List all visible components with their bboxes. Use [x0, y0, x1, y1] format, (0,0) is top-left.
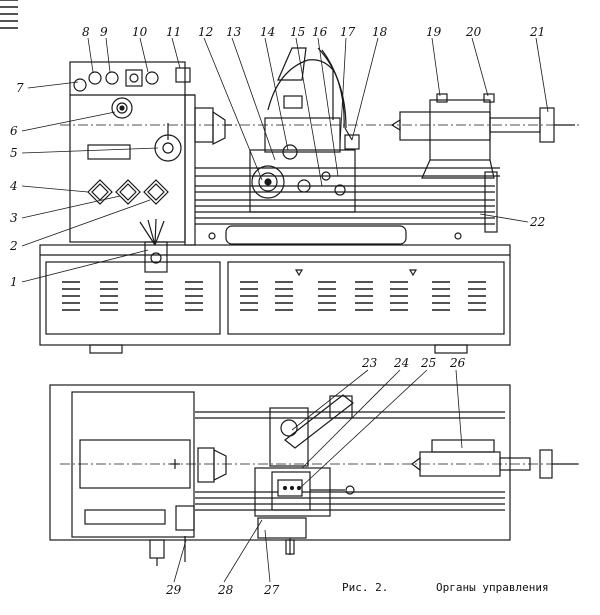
callout-27: 27	[263, 583, 280, 597]
callout-24: 24	[393, 356, 409, 370]
callout-5: 5	[10, 146, 18, 160]
callout-10: 10	[132, 25, 148, 39]
figure-caption: Органы управления	[436, 581, 549, 594]
callout-numbers: 1 2 3 4 5 6 7 8 9 10 11 12 13 14 15 16 1…	[9, 25, 545, 597]
callout-6: 6	[10, 124, 18, 138]
top-view	[49, 384, 580, 566]
tool-holder-bar	[284, 394, 354, 449]
callout-29: 29	[165, 583, 182, 597]
headstock-top	[71, 391, 195, 538]
foot-left	[89, 344, 123, 354]
callout-13: 13	[226, 25, 242, 39]
headstock-plate	[87, 144, 131, 160]
tailstock-quill	[399, 111, 491, 141]
callout-14: 14	[260, 25, 275, 39]
right-cabinet-panel	[227, 261, 505, 335]
callout-3: 3	[10, 211, 18, 225]
callout-28: 28	[217, 583, 234, 597]
headstock	[69, 61, 186, 243]
callout-4: 4	[9, 179, 18, 193]
leader-lines	[21, 37, 549, 583]
callout-9: 9	[100, 25, 108, 39]
foot-right	[434, 344, 468, 354]
bed-base	[39, 244, 511, 346]
callout-1: 1	[10, 275, 18, 289]
feed-selector-knobs	[87, 179, 169, 205]
callout-18: 18	[372, 25, 388, 39]
callout-2: 2	[9, 239, 18, 253]
callout-12: 12	[198, 25, 213, 39]
marker-triangle	[294, 269, 304, 277]
apron	[249, 149, 356, 213]
callout-26: 26	[449, 356, 466, 370]
bed-outline-top	[49, 384, 511, 541]
handwheel-12	[251, 165, 285, 199]
callout-15: 15	[290, 25, 305, 39]
callout-25: 25	[420, 356, 436, 370]
callout-22: 22	[529, 215, 545, 229]
cross-slide-top	[269, 407, 309, 467]
vent-slots	[0, 0, 487, 311]
figure-label: Рис. 2.	[342, 581, 389, 594]
callout-23: 23	[361, 356, 378, 370]
callout-21: 21	[529, 25, 545, 39]
chuck-guard	[267, 59, 334, 120]
callout-19: 19	[426, 25, 442, 39]
guard-shield	[277, 47, 307, 81]
front-view	[0, 0, 580, 354]
main-lever	[139, 218, 168, 273]
bed-ways	[195, 167, 500, 245]
carriage-top	[254, 467, 331, 517]
chip-tray	[225, 225, 407, 245]
callout-17: 17	[340, 25, 356, 39]
callout-8: 8	[82, 25, 90, 39]
callout-7: 7	[16, 81, 24, 95]
marker-triangle	[408, 269, 418, 277]
callout-11: 11	[166, 25, 181, 39]
left-cabinet-panel	[45, 261, 221, 335]
callout-20: 20	[465, 25, 482, 39]
callout-16: 16	[312, 25, 328, 39]
